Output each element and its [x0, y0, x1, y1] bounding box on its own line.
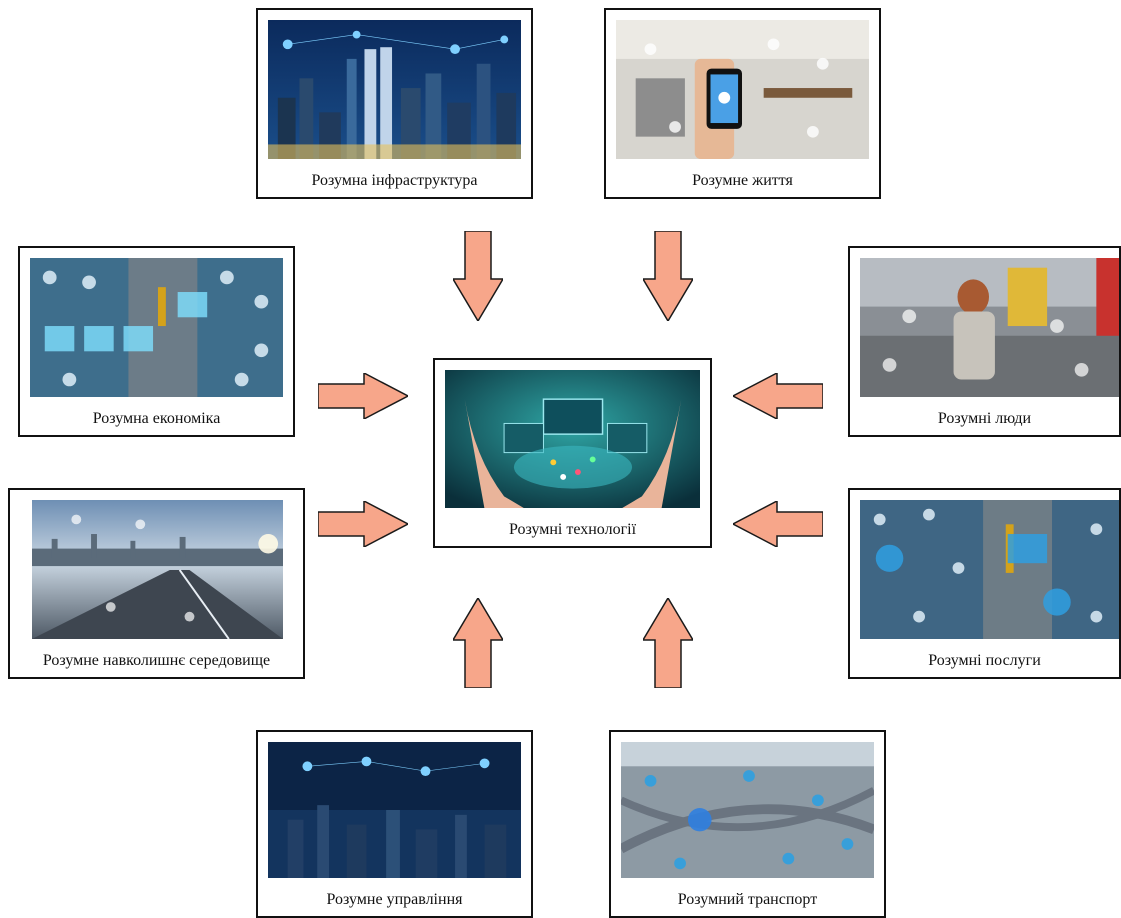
arrow-left-people — [733, 373, 823, 419]
node-label: Розумна економіка — [92, 410, 221, 427]
finance-icons-businessman-image — [30, 258, 283, 397]
arrow-up-transport — [643, 598, 693, 688]
woman-with-phone-street-image — [860, 258, 1119, 397]
node-label: Розумні послуги — [928, 652, 1041, 669]
node-label: Розумна інфраструктура — [311, 172, 478, 189]
business-service-icons-image — [860, 500, 1119, 639]
node-smart-environment: Розумне навколишнє середовище — [8, 488, 305, 679]
node-smart-people: Розумні люди — [848, 246, 1121, 437]
node-smart-infrastructure: Розумна інфраструктура — [256, 8, 533, 199]
node-smart-economy: Розумна економіка — [18, 246, 295, 437]
node-smart-services: Розумні послуги — [848, 488, 1121, 679]
node-label: Розумне життя — [692, 172, 793, 189]
city-highway-sky-image — [32, 500, 283, 639]
arrow-right-environment — [318, 501, 408, 547]
smart-home-phone-image — [616, 20, 869, 159]
city-interchange-aerial-image — [621, 742, 874, 878]
node-label: Розумне навколишнє середовище — [42, 652, 271, 669]
arrow-right-economy — [318, 373, 408, 419]
node-smart-governance: Розумне управління — [256, 730, 533, 918]
node-label: Розумне управління — [326, 891, 463, 908]
arrow-up-governance — [453, 598, 503, 688]
node-label: Розумні люди — [937, 410, 1032, 427]
center-smart-technologies: Розумні технології — [433, 358, 712, 548]
city-network-night-image — [268, 742, 521, 878]
arrow-left-services — [733, 501, 823, 547]
arrow-down-infrastructure — [453, 231, 503, 321]
arrow-down-living — [643, 231, 693, 321]
node-smart-living: Розумне життя — [604, 8, 881, 199]
node-smart-transport: Розумний транспорт — [609, 730, 886, 918]
hands-with-devices-image — [445, 370, 700, 508]
center-label: Розумні технології — [508, 521, 637, 538]
node-label: Розумний транспорт — [677, 891, 818, 908]
smart-city-night-image — [268, 20, 521, 159]
